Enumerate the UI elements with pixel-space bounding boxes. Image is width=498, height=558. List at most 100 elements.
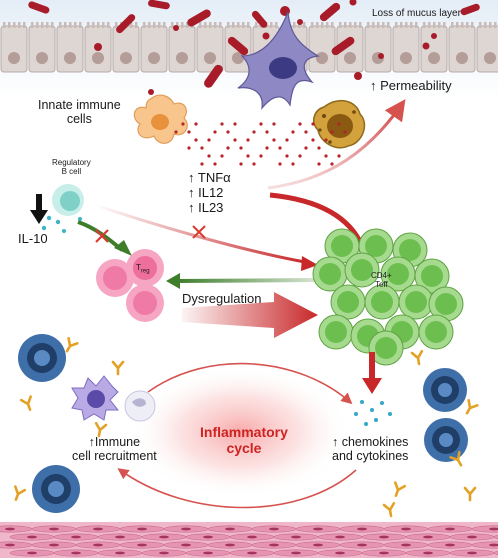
cytokine-dot <box>337 154 341 158</box>
cytokine-dot <box>233 138 237 142</box>
antibody <box>94 421 108 438</box>
cytokine-dot <box>265 146 269 150</box>
cytokine-dot <box>324 154 328 158</box>
il12-label: ↑ IL12 <box>188 185 224 200</box>
bacteria-group <box>28 0 480 95</box>
cytokine-dot <box>272 138 276 142</box>
cytokine-dot <box>213 162 217 166</box>
cd4-teff-cell <box>414 258 450 294</box>
cd4-teff-cell <box>330 284 366 320</box>
cytokine-dot <box>194 122 198 126</box>
muscle-fiber <box>493 534 498 540</box>
recruited-cells <box>18 334 156 513</box>
cytokine-dot <box>298 154 302 158</box>
teff-to-treg-arrow <box>175 278 319 283</box>
immune-recruitment-label: ↑Immune cell recruitment <box>72 435 157 464</box>
cytokine-dot <box>259 154 263 158</box>
cytokine-dot <box>337 122 341 126</box>
cytokine-dot <box>181 122 185 126</box>
breg-to-teff-arrow <box>94 203 306 264</box>
cd4-line-2: Teff <box>374 280 388 290</box>
cytokine-dot <box>298 122 302 126</box>
cycle-arrow-top <box>147 362 353 405</box>
cd4-teff-cell <box>398 284 434 320</box>
breg-to-treg-arrow <box>77 220 124 252</box>
cytokine-dot <box>226 130 230 134</box>
cytokine-dot <box>246 154 250 158</box>
chemo-line-2: and cytokines <box>332 449 409 464</box>
chemo-line-1: ↑ chemokines <box>332 435 409 449</box>
cytokine-dot <box>226 146 230 150</box>
epithelial-cell <box>448 22 476 73</box>
innate-line-2: cells <box>66 112 92 127</box>
cytokine-dot <box>252 162 256 166</box>
epithelial-cell <box>392 22 420 73</box>
breg-line-2: B cell <box>61 167 82 177</box>
cytokine-dot <box>278 146 282 150</box>
breg-treg-arrowhead <box>114 240 132 256</box>
cytokine-to-teff-arrow <box>269 192 365 248</box>
innate-immune-cells-label: Innate immune cells <box>38 98 121 127</box>
cytokine-dot <box>259 122 263 126</box>
antibodies <box>14 337 479 518</box>
cytokine-dot <box>311 122 315 126</box>
cytokine-dot <box>207 138 211 142</box>
macrophage-cell <box>133 94 188 144</box>
cytokines-label: ↑ TNFα ↑ IL12 ↑ IL23 <box>188 170 231 215</box>
treg-label: Treg <box>136 263 150 275</box>
cd4-teff-cell <box>364 284 400 320</box>
cd4-teff-cell <box>418 314 454 350</box>
cytokine-dot <box>213 130 217 134</box>
cycle-line-2: cycle <box>226 440 262 457</box>
loss-of-mucus-label: Loss of mucus layer <box>372 8 461 19</box>
right-cells <box>423 368 468 462</box>
cytokine-dot <box>311 138 315 142</box>
cytokine-dot <box>330 130 334 134</box>
cytokine-dot <box>252 130 256 134</box>
cd4-teff-cell <box>318 314 354 350</box>
cytokine-dots <box>174 122 347 166</box>
dysregulation-label: Dysregulation <box>182 291 262 306</box>
cytokine-dot <box>200 162 204 166</box>
breg-line-1: Regulatory <box>52 158 91 167</box>
cytokine-dot <box>239 162 243 166</box>
inhibition-cross-red <box>192 225 206 239</box>
cytokine-dot <box>330 162 334 166</box>
cd4-line-1: CD4+ <box>371 271 392 280</box>
cytokine-dot <box>291 162 295 166</box>
cytokine-dot <box>324 138 328 142</box>
antibody <box>449 451 463 467</box>
cytokine-dot <box>246 138 250 142</box>
chemokines-label: ↑ chemokines and cytokines <box>332 435 408 464</box>
cytokine-dot <box>220 154 224 158</box>
cd4-teff-cell <box>324 228 360 264</box>
cd4-teff-cell <box>368 330 404 366</box>
tnf-label: ↑ TNFα <box>188 170 231 185</box>
antibody <box>394 481 407 497</box>
epithelial-cell <box>364 22 392 73</box>
inhibition-cross-green <box>95 229 109 243</box>
epithelial-cell <box>308 22 336 73</box>
muscle-layer <box>0 522 498 558</box>
cytokine-dot <box>207 154 211 158</box>
muscle-fiber <box>471 525 498 533</box>
epithelial-cell <box>420 22 448 73</box>
cytokine-dot <box>285 138 289 142</box>
cycle-line-1: Inflammatory <box>200 424 288 440</box>
epithelial-cell <box>196 22 224 73</box>
permeability-label: ↑ Permeability <box>370 78 452 93</box>
epithelial-cell <box>56 22 84 73</box>
cytokine-dot <box>317 146 321 150</box>
regulatory-b-label: Regulatory B cell <box>52 158 91 176</box>
epithelial-cell <box>140 22 168 73</box>
cytokine-dot <box>239 146 243 150</box>
antibody <box>465 399 479 415</box>
cytokine-dot <box>200 146 204 150</box>
cytokine-dot <box>174 130 178 134</box>
antibody <box>410 349 424 366</box>
antibody <box>111 360 125 376</box>
teff-down-arrow <box>369 352 375 382</box>
muscle-fiber <box>0 525 33 533</box>
